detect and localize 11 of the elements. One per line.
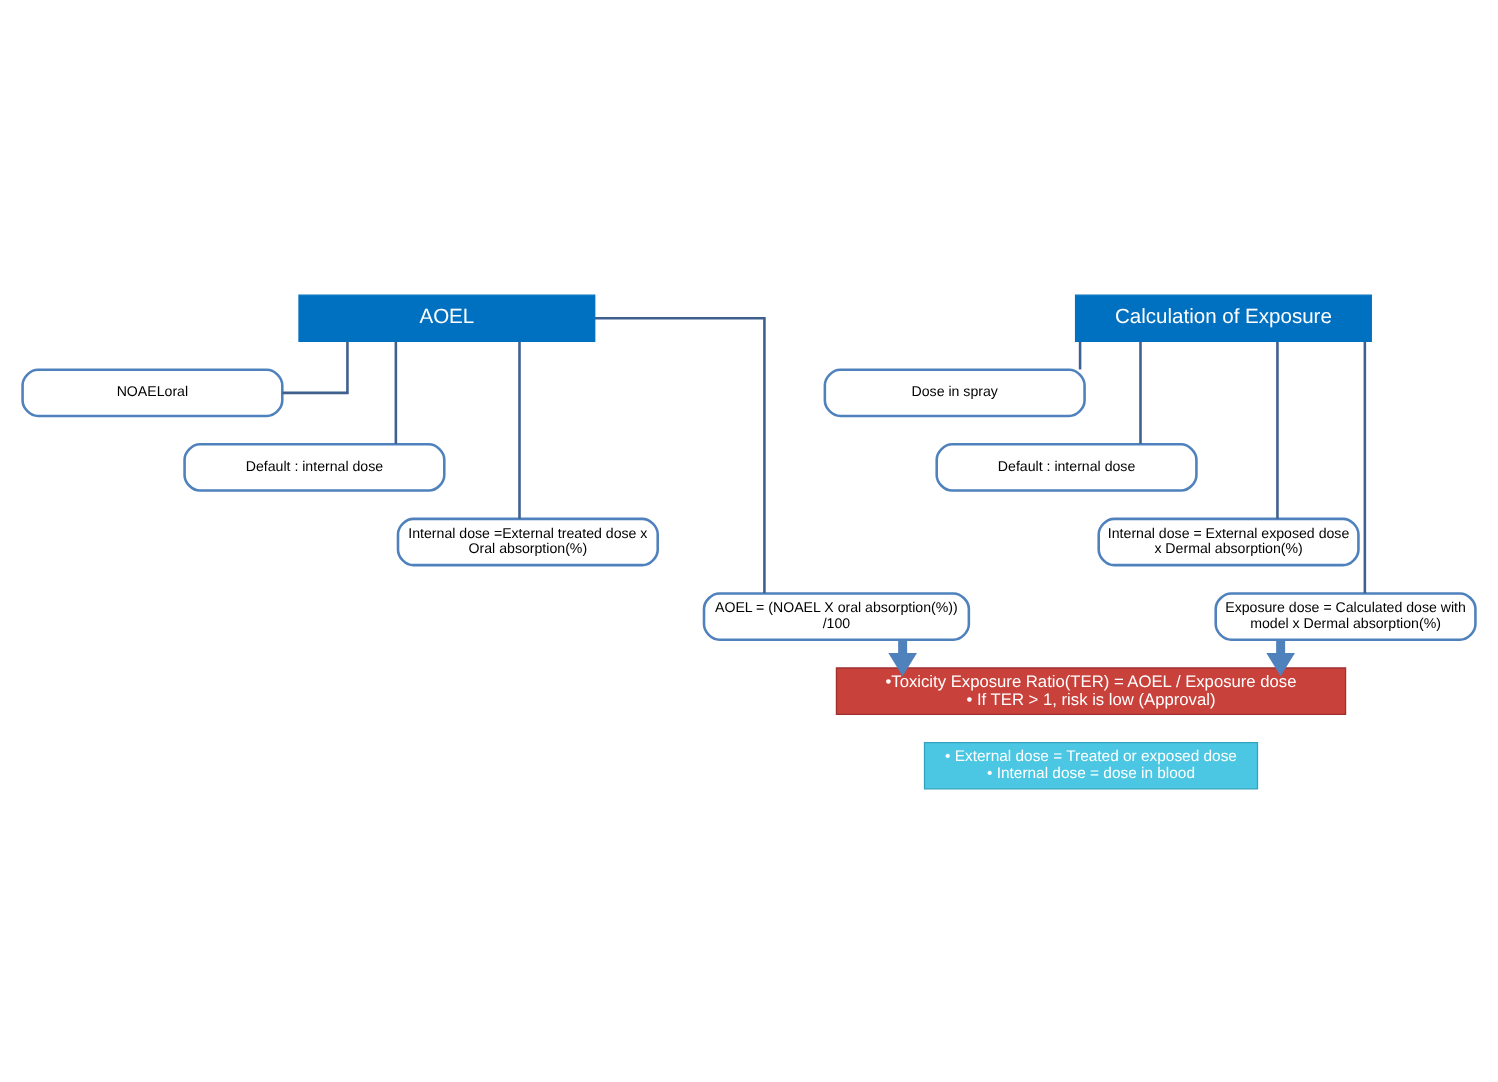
connector [1139, 340, 1142, 443]
connector [1363, 340, 1367, 593]
connector [394, 340, 398, 443]
node-box: Calculation of Exposure [1074, 293, 1372, 342]
connector [1276, 340, 1279, 518]
node-box: AOEL [298, 293, 596, 342]
connector [282, 340, 349, 394]
connector [1078, 340, 1082, 369]
node-box: •Toxicity Exposure Ratio(TER) = AOEL / Exposure dose • If TER > 1, risk is low (Approval) [835, 666, 1347, 714]
connector [518, 340, 521, 518]
connector [594, 316, 766, 593]
